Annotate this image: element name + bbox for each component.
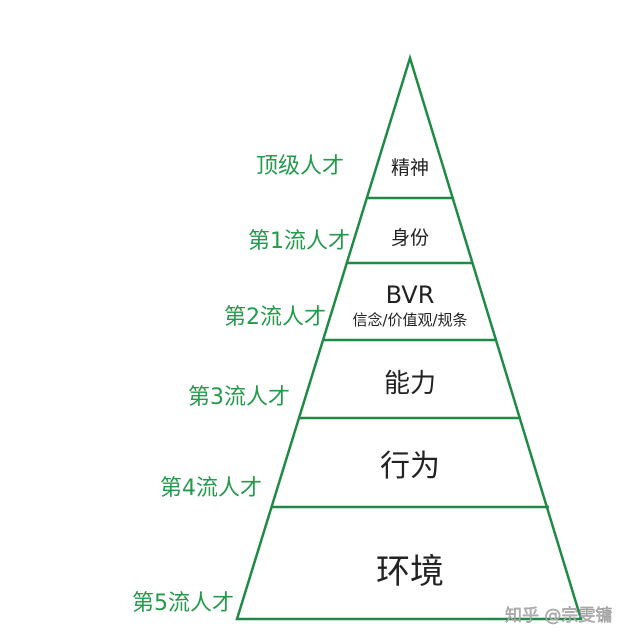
level-label-5: 第5流人才 xyxy=(132,591,234,616)
level-content-top: 精神 xyxy=(391,157,429,179)
level-content-2-sub: 信念/价值观/规条 xyxy=(352,311,467,329)
level-content-5: 环境 xyxy=(376,552,444,592)
level-content-2: BVR xyxy=(386,281,435,309)
level-label-2: 第2流人才 xyxy=(224,305,326,330)
watermark: 知乎 @宗雯镛 xyxy=(505,606,612,626)
level-content-1: 身份 xyxy=(391,227,429,249)
level-label-3: 第3流人才 xyxy=(188,385,290,410)
level-label-1: 第1流人才 xyxy=(248,229,350,254)
level-label-top: 顶级人才 xyxy=(256,154,344,179)
level-content-4: 行为 xyxy=(380,449,440,484)
pyramid-outline xyxy=(235,53,583,621)
level-content-3: 能力 xyxy=(384,369,436,399)
level-label-4: 第4流人才 xyxy=(160,476,262,501)
